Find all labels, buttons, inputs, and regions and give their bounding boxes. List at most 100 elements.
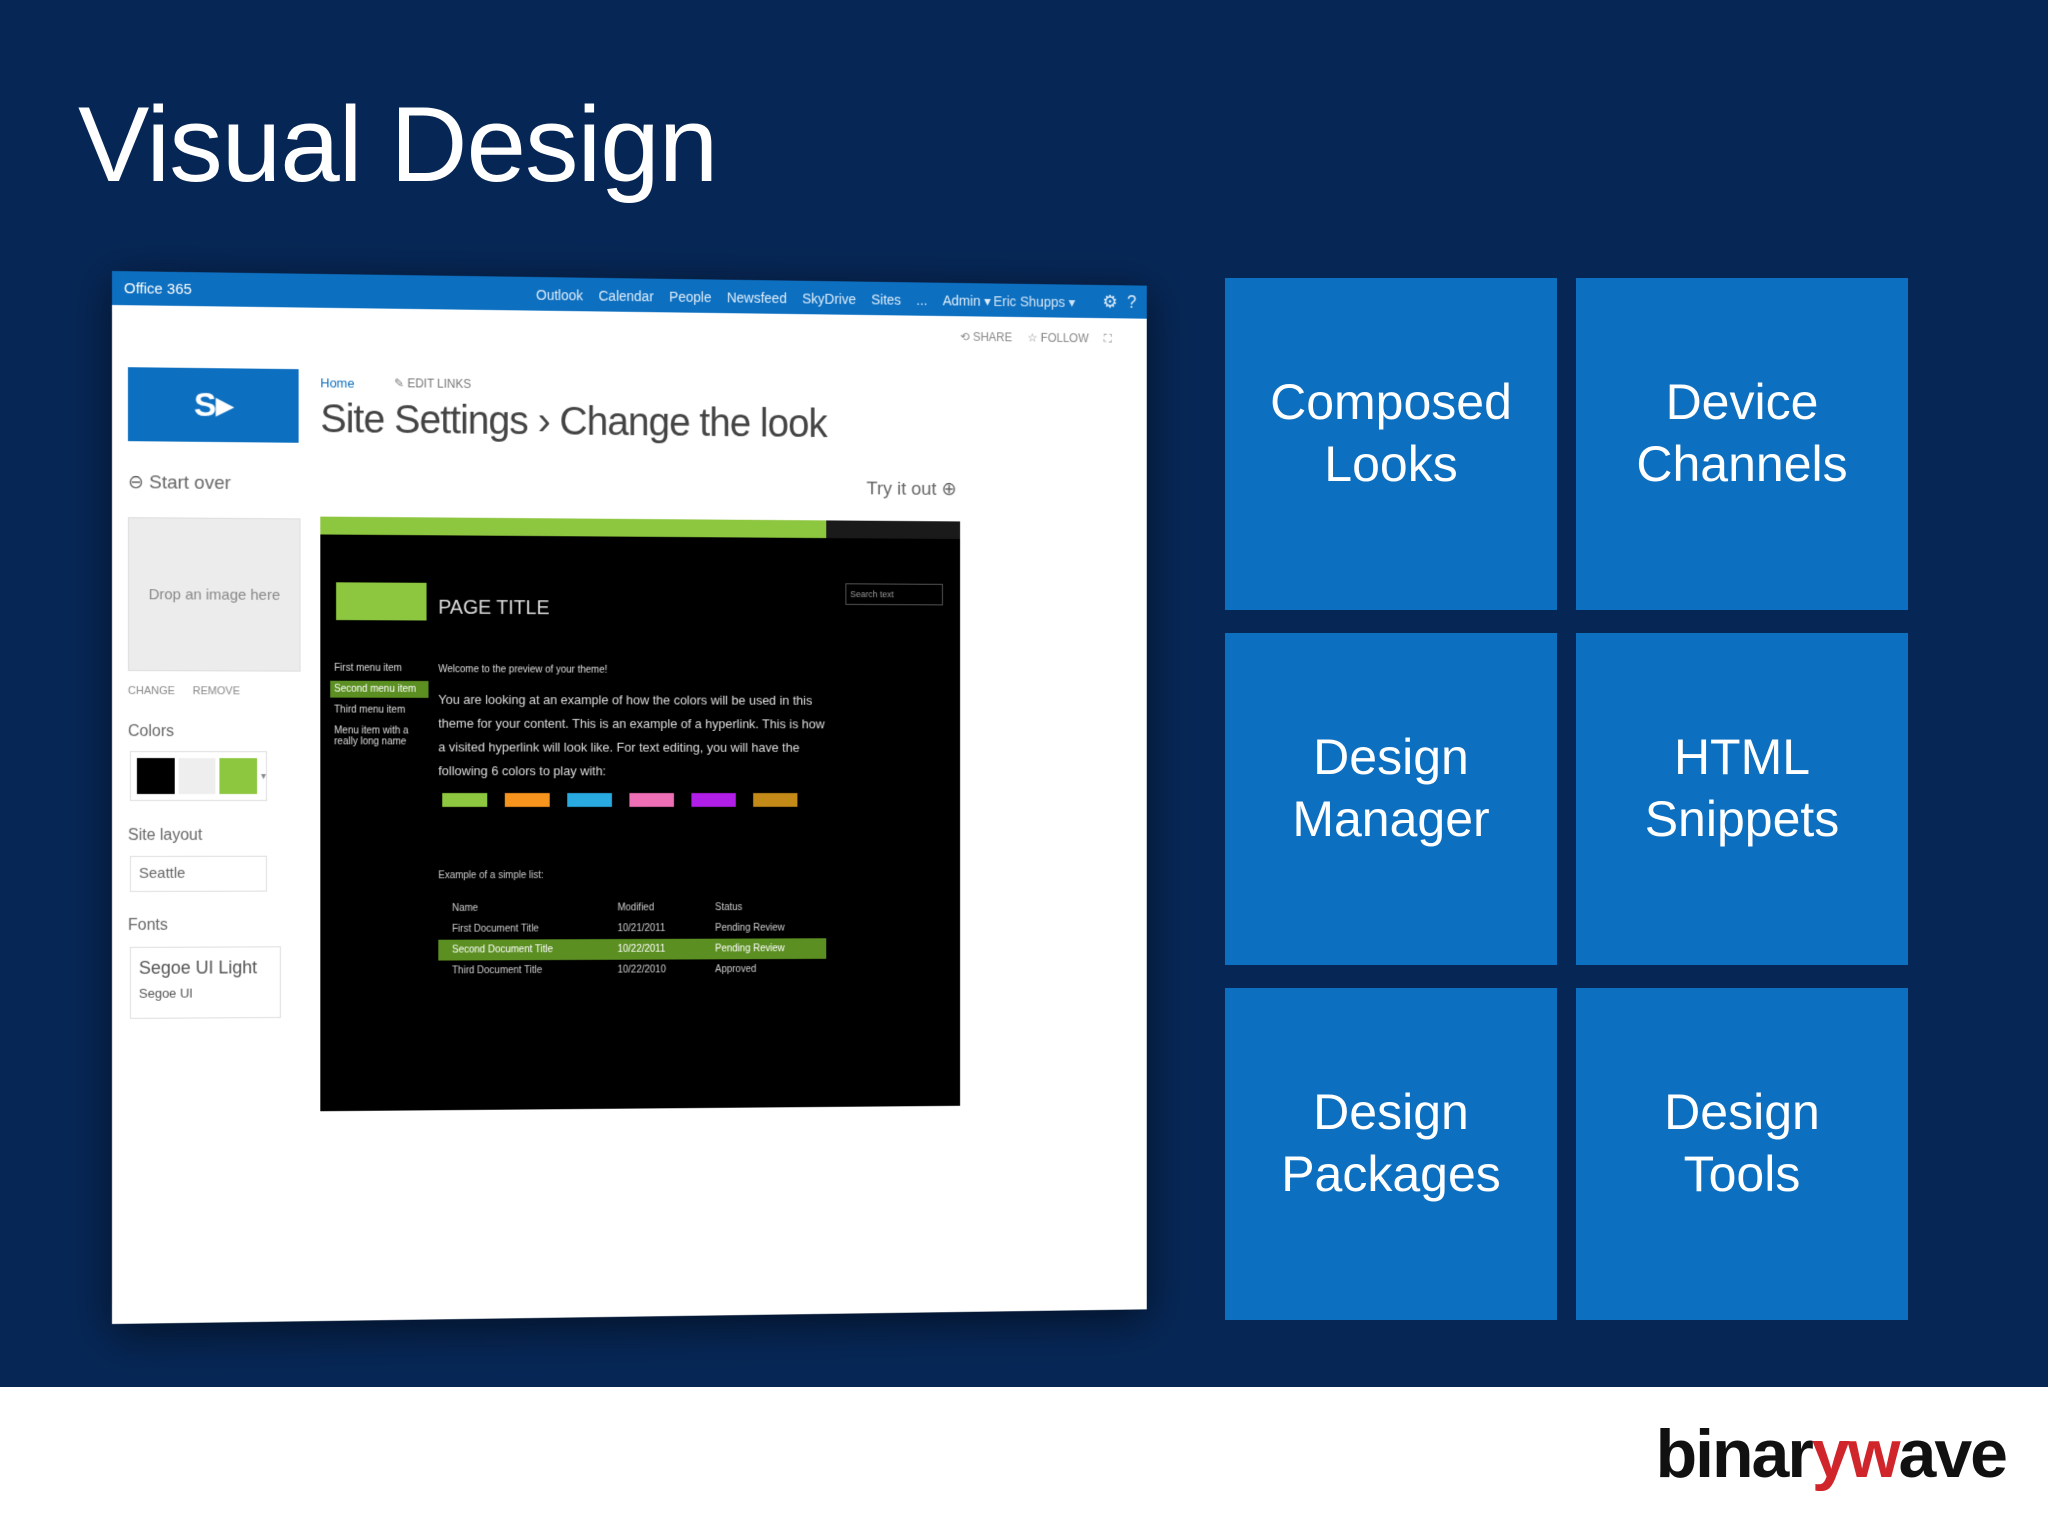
site-layout-value: Seattle <box>138 864 186 882</box>
edit-links-label: EDIT LINKS <box>407 376 472 391</box>
cell: Pending Review <box>715 922 785 934</box>
try-it-out-label: Try it out <box>866 478 937 500</box>
change-image-link[interactable]: CHANGE <box>127 685 175 698</box>
nav-calendar[interactable]: Calendar <box>598 287 654 305</box>
remove-image-link[interactable]: REMOVE <box>192 685 240 698</box>
logo-text-accent: yw <box>1811 1416 1901 1492</box>
gear-icon[interactable]: ⚙ <box>1102 291 1118 312</box>
image-actions: CHANGE REMOVE <box>128 685 240 697</box>
tile-html-snippets[interactable]: HTML Snippets <box>1576 633 1908 965</box>
logo-text-end: ave <box>1898 1416 2008 1492</box>
font-heading-value: Segoe UI Light <box>138 957 258 978</box>
share-label: SHARE <box>972 330 1013 345</box>
cell: Pending Review <box>715 943 785 955</box>
binarywave-logo: binarywave <box>1655 1415 2008 1493</box>
preview-menu-item: First menu item <box>334 662 402 674</box>
cell: Third Document Title <box>452 965 543 977</box>
try-it-out-button[interactable]: Try it out ⊕ <box>866 478 956 501</box>
start-over-label: Start over <box>149 472 231 494</box>
col-header: Status <box>715 902 743 914</box>
logo-text-start: binar <box>1655 1416 1814 1492</box>
nav-more[interactable]: ... <box>916 292 928 308</box>
col-header: Modified <box>617 902 655 914</box>
image-drop-zone[interactable]: Drop an image here <box>127 517 301 672</box>
chevron-down-icon: ▾ <box>261 770 266 782</box>
fonts-label: Fonts <box>127 916 168 934</box>
accent-swatch <box>629 793 674 807</box>
preview-page-title: PAGE TITLE <box>438 596 550 620</box>
tile-design-tools[interactable]: Design Tools <box>1576 988 1908 1320</box>
preview-menu-item: Menu item with a really long name <box>334 725 409 748</box>
preview-menu: First menu item Second menu item Third m… <box>330 660 429 755</box>
font-body-value: Segoe UI <box>138 985 193 1001</box>
preview-welcome: Welcome to the preview of your theme! <box>438 664 608 676</box>
start-over-button[interactable]: ⊖ Start over <box>128 471 231 495</box>
slide-title: Visual Design <box>78 84 718 204</box>
tile-device-channels[interactable]: Device Channels <box>1576 278 1908 610</box>
colors-label: Colors <box>127 723 174 741</box>
preview-menu-item: Second menu item <box>330 680 429 698</box>
accent-swatch <box>504 793 550 807</box>
page-actions: ⟲ SHARE ☆ FOLLOW ⛶ <box>960 330 1112 347</box>
preview-list-caption: Example of a simple list: <box>438 870 544 882</box>
tile-label: Design Tools <box>1664 1084 1820 1202</box>
slide-footer <box>0 1387 2048 1536</box>
preview-list: Name Modified Status First Document Titl… <box>438 897 827 982</box>
nav-sites[interactable]: Sites <box>871 291 902 308</box>
tile-label: Device Channels <box>1636 374 1848 492</box>
tile-design-packages[interactable]: Design Packages <box>1225 988 1557 1320</box>
swatch-3 <box>219 758 258 795</box>
preview-body-text: You are looking at an example of how the… <box>438 691 825 779</box>
cell: 10/22/2010 <box>617 964 666 976</box>
suite-nav: Outlook Calendar People Newsfeed SkyDriv… <box>536 287 991 310</box>
suite-bar: Office 365 Outlook Calendar People Newsf… <box>112 271 1147 319</box>
edit-links[interactable]: ✎ EDIT LINKS <box>394 376 471 391</box>
tile-label: Composed Looks <box>1270 374 1512 492</box>
help-icon[interactable]: ? <box>1126 292 1137 312</box>
table-header-row: Name Modified Status <box>438 897 826 919</box>
swatch-1 <box>136 758 175 795</box>
office365-brand[interactable]: Office 365 <box>123 280 192 299</box>
table-row: Second Document Title 10/22/2011 Pending… <box>438 938 827 961</box>
preview-suite-bar <box>320 516 827 539</box>
nav-admin[interactable]: Admin ▾ <box>942 292 991 309</box>
follow-button[interactable]: ☆ FOLLOW <box>1027 331 1088 346</box>
table-row: First Document Title 10/21/2011 Pending … <box>438 918 826 940</box>
font-select[interactable]: Segoe UI Light Segoe UI <box>129 946 281 1019</box>
drop-zone-label: Drop an image here <box>148 585 281 604</box>
sharepoint-screenshot: Office 365 Outlook Calendar People Newsf… <box>112 271 1147 1324</box>
theme-preview: PAGE TITLE Search text First menu item S… <box>320 516 961 1112</box>
color-palette-select[interactable]: ▾ <box>129 751 267 801</box>
preview-menu-item: Third menu item <box>334 704 406 716</box>
nav-outlook[interactable]: Outlook <box>536 286 584 304</box>
share-icon: ⟲ <box>960 329 973 344</box>
user-menu[interactable]: Eric Shupps ▾ <box>993 293 1076 310</box>
breadcrumb-home[interactable]: Home <box>320 375 355 391</box>
focus-icon[interactable]: ⛶ <box>1103 331 1112 346</box>
cell: First Document Title <box>452 923 539 935</box>
cell: Second Document Title <box>452 944 554 956</box>
preview-suite-bar-right <box>826 520 961 540</box>
tile-label: HTML Snippets <box>1644 729 1840 847</box>
tile-label: Design Packages <box>1281 1084 1501 1202</box>
nav-skydrive[interactable]: SkyDrive <box>802 290 856 308</box>
swatch-2 <box>178 758 216 795</box>
tile-composed-looks[interactable]: Composed Looks <box>1225 278 1557 610</box>
cell: 10/22/2011 <box>617 943 666 955</box>
nav-newsfeed[interactable]: Newsfeed <box>726 289 787 307</box>
accent-swatch <box>691 793 736 807</box>
table-row: Third Document Title 10/22/2010 Approved <box>438 959 826 982</box>
follow-label: FOLLOW <box>1040 330 1089 346</box>
pencil-icon: ✎ <box>394 376 408 391</box>
site-layout-label: Site layout <box>127 826 203 844</box>
nav-people[interactable]: People <box>669 288 712 306</box>
tile-label: Design Manager <box>1292 729 1490 847</box>
tile-design-manager[interactable]: Design Manager <box>1225 633 1557 965</box>
col-header: Name <box>452 902 479 914</box>
sharepoint-logo: S▸ <box>127 367 299 443</box>
preview-logo <box>336 582 427 621</box>
star-icon: ☆ <box>1027 330 1041 345</box>
share-button[interactable]: ⟲ SHARE <box>960 330 1012 345</box>
site-layout-select[interactable]: Seattle <box>129 855 267 892</box>
preview-accent-colors <box>442 793 798 807</box>
